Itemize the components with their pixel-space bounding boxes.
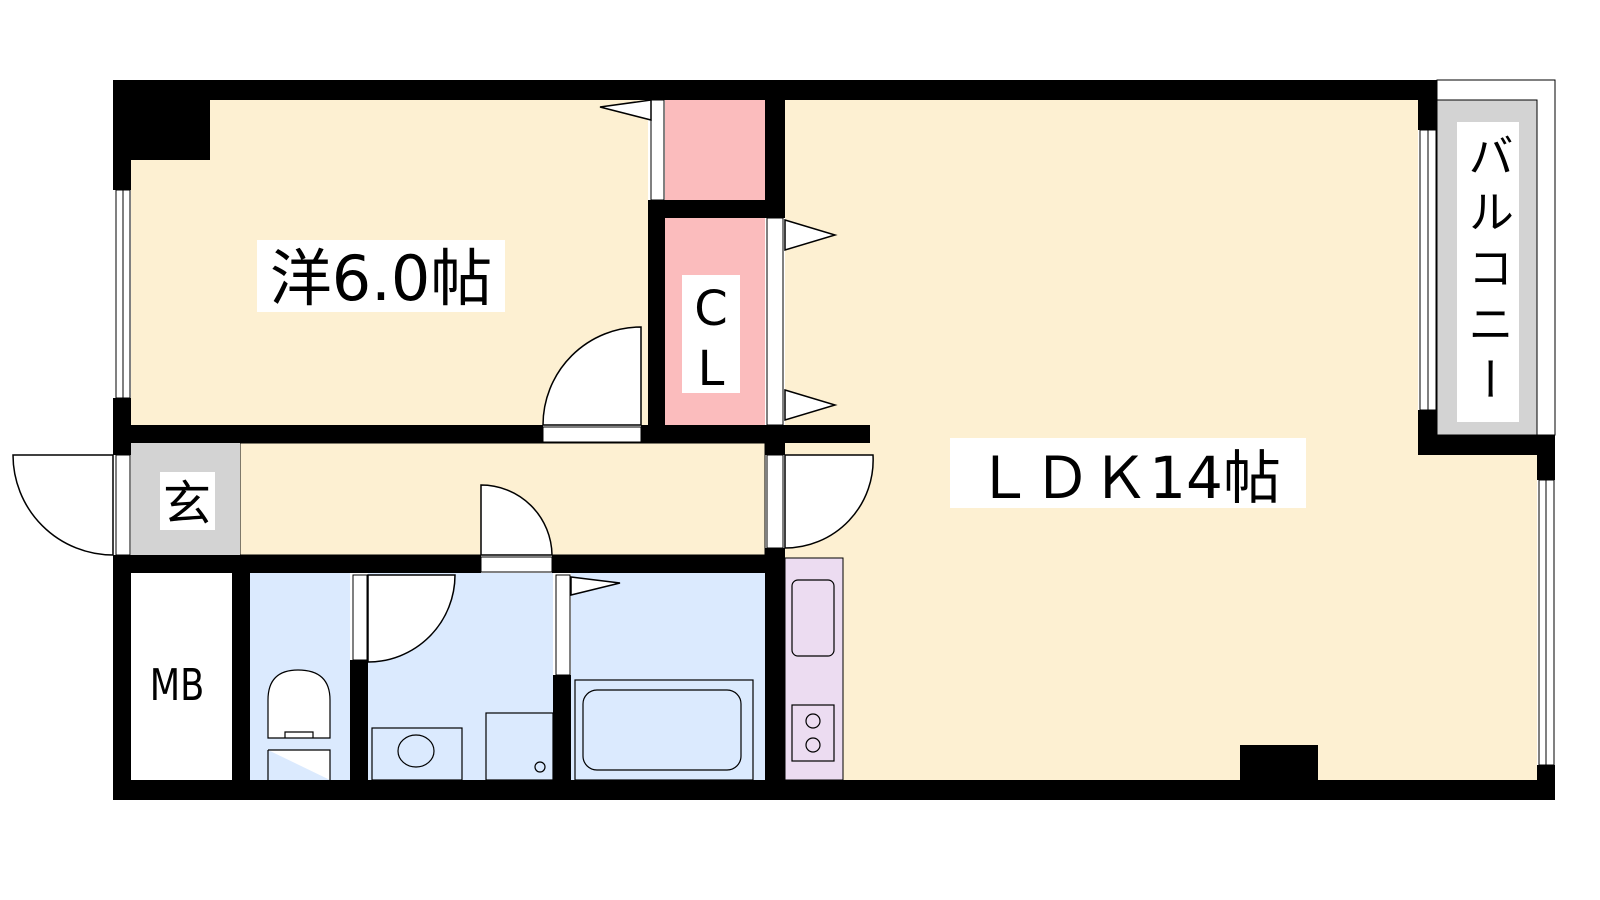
ldk-floor-ext	[1418, 455, 1537, 780]
entrance-label: 玄	[163, 476, 211, 532]
bathtub-outer	[574, 679, 754, 781]
fixtures	[267, 579, 835, 781]
windows	[115, 99, 1555, 766]
toilet-icon	[267, 669, 331, 780]
ldk-label: ＬＤＫ14帖	[975, 444, 1281, 512]
balcony-label: バルコニー	[1457, 122, 1519, 422]
kitchen-counter	[784, 557, 844, 781]
closet-upper	[665, 100, 765, 200]
kitchen-sink-icon	[791, 579, 835, 657]
washing-machine-space	[485, 712, 554, 781]
closet-label-l: L	[698, 341, 725, 397]
bathroom-floor	[571, 573, 765, 780]
bathtub-icon	[582, 689, 742, 771]
meter-box-floor	[131, 573, 232, 780]
door-swings[interactable]	[12, 99, 874, 663]
sink-icon	[371, 727, 463, 781]
bedroom-label: 洋6.0帖	[270, 242, 493, 315]
stove-icon	[791, 704, 835, 762]
meter-box-label: MB	[150, 660, 204, 711]
walls	[113, 80, 1555, 800]
closet-label-c: C	[694, 281, 728, 337]
